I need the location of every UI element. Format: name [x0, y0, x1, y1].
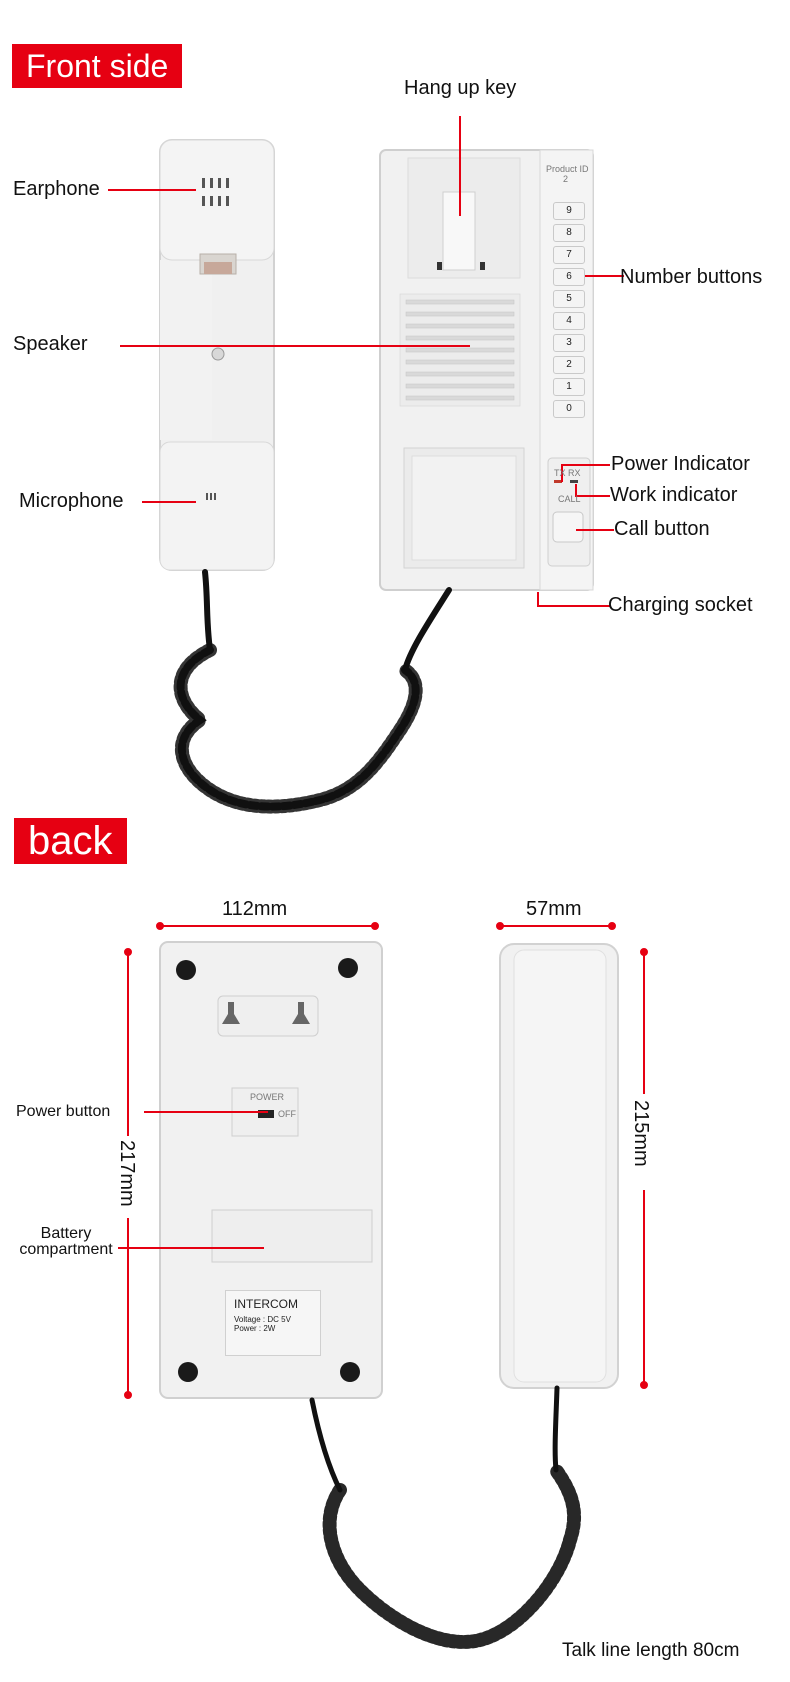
key-5[interactable]: 5: [553, 290, 585, 308]
nameplate: INTERCOM Voltage : DC 5V Power : 2W: [225, 1290, 321, 1356]
label-number-buttons: Number buttons: [620, 266, 763, 288]
call-text: CALL: [558, 494, 581, 504]
key-4[interactable]: 4: [553, 312, 585, 330]
front-handset: [159, 139, 275, 571]
front-side-banner: Front side: [12, 44, 183, 88]
dim-base-height: 217mm: [116, 1140, 138, 1207]
earphone-grille: [202, 178, 229, 206]
label-battery-line2: compartment: [19, 1241, 113, 1258]
nameplate-title: INTERCOM: [234, 1297, 298, 1311]
back-handset: [499, 943, 619, 1389]
back-leader-lines: [118, 1111, 268, 1249]
front-base: [379, 149, 594, 591]
switch-power-text: POWER: [250, 1092, 285, 1102]
front-leader-lines: [108, 116, 624, 607]
label-microphone: Microphone: [19, 490, 124, 512]
nameplate-power: Power : 2W: [234, 1324, 276, 1333]
back-base: [159, 941, 383, 1399]
label-talk-line-length: Talk line length 80cm: [562, 1640, 740, 1661]
front-cord: [173, 569, 452, 814]
key-9[interactable]: 9: [553, 202, 585, 220]
key-0[interactable]: 0: [553, 400, 585, 418]
product-id-value: 2: [563, 174, 569, 184]
indicator-text: TX RX: [554, 468, 581, 478]
key-7[interactable]: 7: [553, 246, 585, 264]
dimension-lines: [124, 922, 648, 1399]
label-charging-socket: Charging socket: [608, 594, 753, 616]
switch-off-text: OFF: [278, 1109, 296, 1119]
label-work-indicator: Work indicator: [610, 484, 738, 506]
label-earphone: Earphone: [13, 178, 100, 200]
key-6[interactable]: 6: [553, 268, 585, 286]
dim-handset-height: 215mm: [630, 1100, 652, 1167]
back-banner: back: [14, 818, 127, 864]
label-call-button: Call button: [614, 518, 710, 540]
product-id-text: Product ID: [546, 164, 589, 174]
key-8[interactable]: 8: [553, 224, 585, 242]
label-power-button: Power button: [16, 1103, 111, 1120]
label-battery-compartment: Battery compartment: [12, 1226, 120, 1258]
dim-base-width: 112mm: [222, 898, 288, 920]
back-cord: [309, 1385, 581, 1649]
label-hang-up-key: Hang up key: [404, 77, 517, 99]
key-2[interactable]: 2: [553, 356, 585, 374]
dim-handset-width: 57mm: [526, 898, 582, 920]
key-3[interactable]: 3: [553, 334, 585, 352]
label-power-indicator: Power Indicator: [611, 453, 750, 475]
label-battery-line1: Battery: [40, 1225, 92, 1242]
key-1[interactable]: 1: [553, 378, 585, 396]
speaker-grille: [399, 293, 521, 407]
label-speaker: Speaker: [13, 333, 88, 355]
nameplate-voltage: Voltage : DC 5V: [234, 1315, 291, 1324]
